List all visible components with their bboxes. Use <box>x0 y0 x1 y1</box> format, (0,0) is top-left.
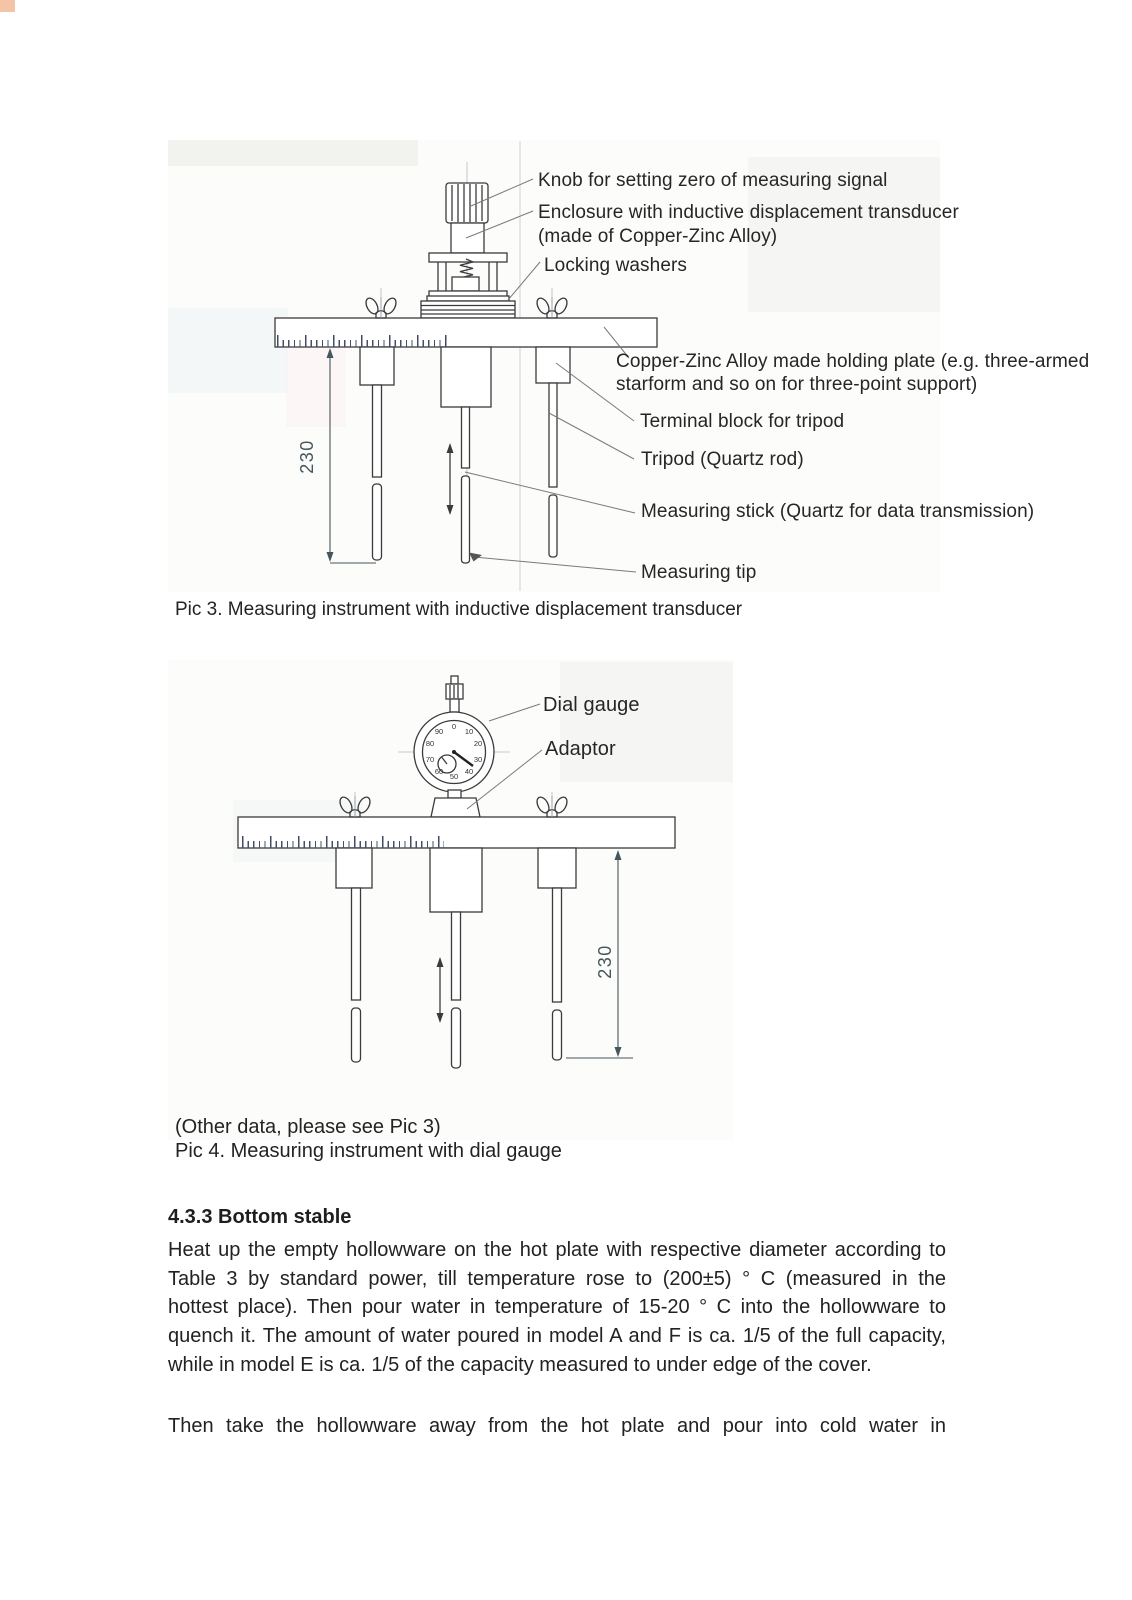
label-locking-washers: Locking washers <box>544 255 688 276</box>
pic4-callouts <box>466 703 543 810</box>
label-measuring-tip: Measuring tip <box>641 562 757 583</box>
section-paragraph-2: Then take the hollowware away from the h… <box>168 1415 946 1437</box>
dial-number: 50 <box>450 772 458 781</box>
dial-gauge: 0 10 20 30 40 50 60 70 80 90 <box>413 675 495 799</box>
paragraph-line: hottest place). Then pour water in tempe… <box>168 1296 946 1319</box>
dimension-230-pic3 <box>326 348 376 564</box>
tripod-rod-left-pic4 <box>335 847 373 1063</box>
dial-number: 10 <box>465 727 473 736</box>
paragraph-line: Table 3 by standard power, till temperat… <box>168 1267 946 1290</box>
label-tripod: Tripod (Quartz rod) <box>641 449 804 470</box>
pic4-caption: Pic 4. Measuring instrument with dial ga… <box>175 1140 562 1162</box>
tripod-rod-right-pic4 <box>537 847 577 1061</box>
label-terminal-block: Terminal block for tripod <box>640 411 845 432</box>
sub-dial <box>437 754 457 774</box>
tip-arrowhead <box>469 552 482 562</box>
pic4-note: (Other data, please see Pic 3) <box>175 1116 441 1138</box>
dial-number: 90 <box>435 727 443 736</box>
dial-number: 60 <box>435 767 443 776</box>
paragraph-line: quench it. The amount of water poured in… <box>168 1325 946 1348</box>
label-measuring-stick: Measuring stick (Quartz for data transmi… <box>641 501 1035 522</box>
pic3-instrument <box>274 162 658 573</box>
label-adaptor: Adaptor <box>545 738 616 760</box>
label-enclosure-line2: (made of Copper-Zinc Alloy) <box>538 226 778 247</box>
tripod-rod-left <box>359 346 395 561</box>
plate-ruler-minor-pic3 <box>277 340 445 347</box>
locking-washers <box>420 295 516 319</box>
tripod-rod-right <box>535 346 571 558</box>
dial-number: 20 <box>474 739 482 748</box>
dial-number: 70 <box>426 755 434 764</box>
label-knob: Knob for setting zero of measuring signa… <box>538 170 888 191</box>
measuring-stick-assembly <box>440 346 492 564</box>
section-paragraph-1: Heat up the empty hollowware on the hot … <box>168 1236 946 1379</box>
dimension-230-pic4 <box>566 850 633 1059</box>
scan-artifact <box>0 0 15 12</box>
measuring-stick-assembly-pic4 <box>429 847 483 1069</box>
dial-number: 0 <box>452 722 456 731</box>
section-heading: 4.3.3 Bottom stable <box>168 1206 352 1228</box>
label-holding-plate-line2: starform and so on for three-point suppo… <box>616 374 978 395</box>
gauge-needle <box>453 751 474 767</box>
plate-ruler-minor-pic4 <box>242 841 444 848</box>
label-dial-gauge: Dial gauge <box>543 694 640 716</box>
paragraph-line: Heat up the empty hollowware on the hot … <box>168 1239 946 1261</box>
dial-number: 30 <box>474 755 482 764</box>
paragraph-line: while in model E is ca. 1/5 of the capac… <box>168 1353 872 1376</box>
dial-number: 80 <box>426 739 434 748</box>
pic3-caption: Pic 3. Measuring instrument with inducti… <box>175 599 743 620</box>
pic3-callouts <box>464 178 637 573</box>
zero-setting-knob <box>445 182 489 224</box>
dimension-label-230-pic4: 230 <box>594 944 615 979</box>
label-enclosure-line1: Enclosure with inductive displacement tr… <box>538 202 959 223</box>
dimension-label-230-pic3: 230 <box>296 439 317 474</box>
adaptor-block <box>430 797 481 818</box>
dial-number: 40 <box>465 767 473 776</box>
label-holding-plate-line1: Copper-Zinc Alloy made holding plate (e.… <box>616 351 1090 372</box>
pic4-instrument: 0 10 20 30 40 50 60 70 80 90 <box>237 675 676 1069</box>
